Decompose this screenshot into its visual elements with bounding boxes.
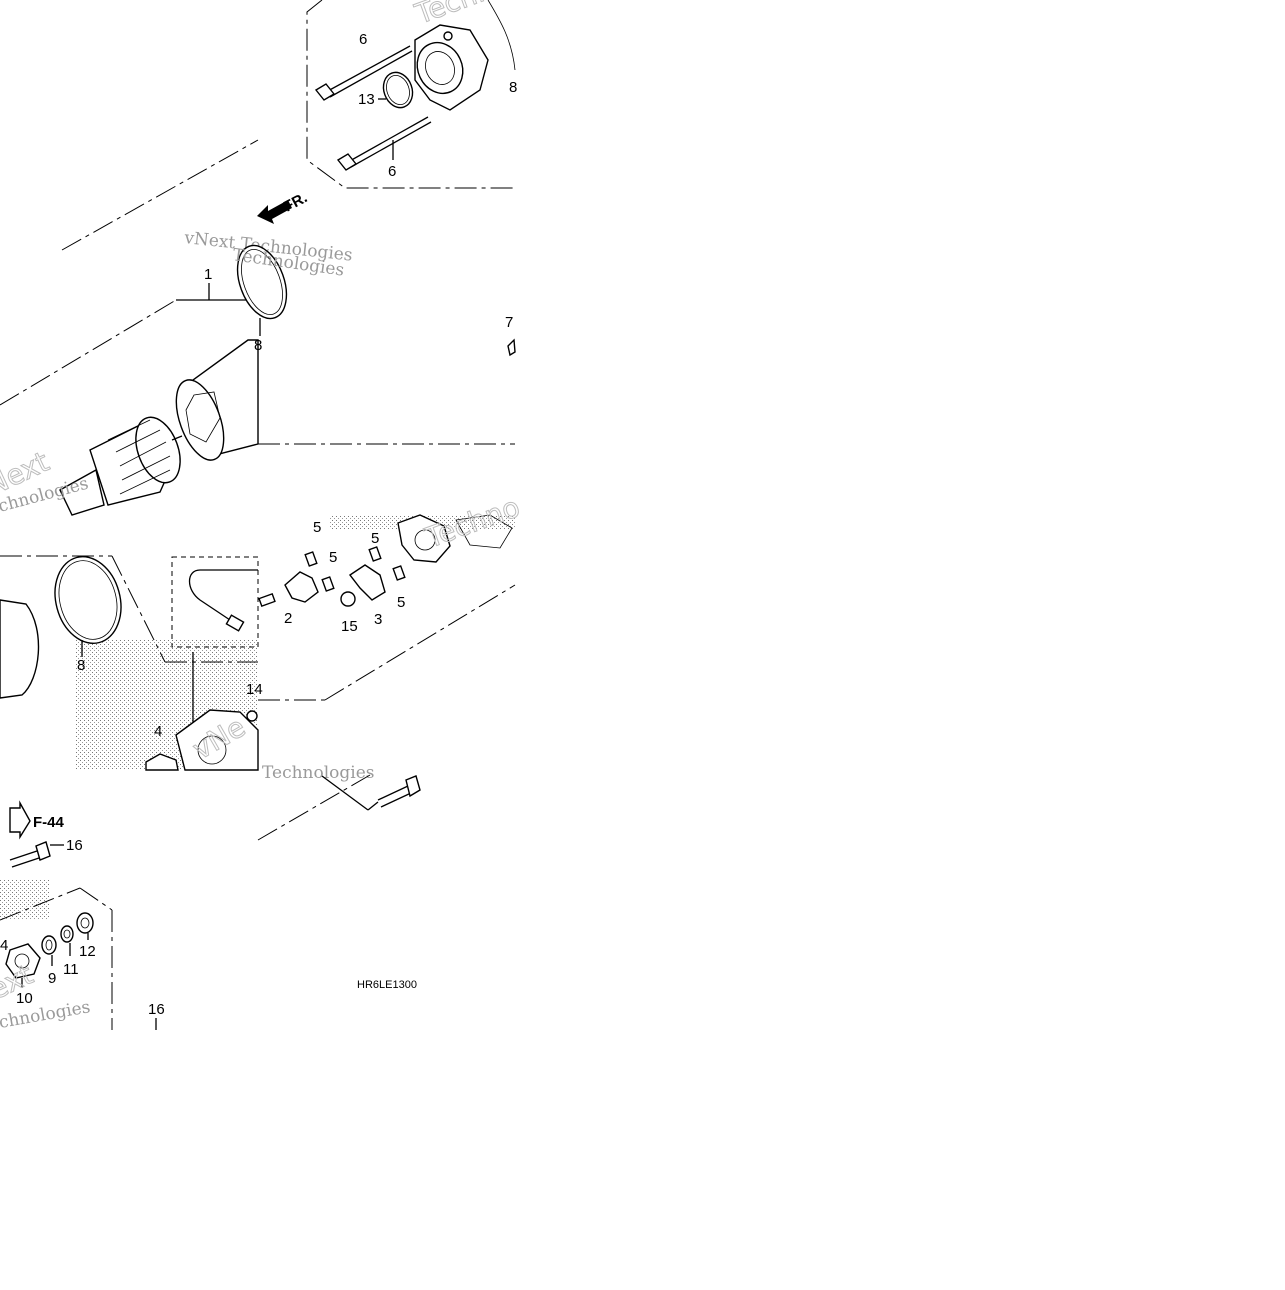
tile-rear-cover: Techno 6 13 6 8 bbox=[306, 0, 517, 189]
callout-16a: 16 bbox=[66, 837, 83, 854]
callout-8b: 8 bbox=[254, 337, 262, 354]
tile-terminal: F-44 ext chnologies 16 4 bbox=[0, 800, 165, 1033]
callout-8a: 8 bbox=[509, 79, 517, 96]
callout-3: 3 bbox=[374, 611, 382, 628]
rear-cover bbox=[414, 24, 489, 111]
callout-5c: 5 bbox=[371, 530, 379, 547]
tile-brushes: Techno 5 5 5 5 2 15 3 bbox=[258, 490, 525, 701]
starter-yoke bbox=[175, 339, 259, 461]
callout-1: 1 bbox=[204, 266, 212, 283]
tile-front-housing: vNe 8 14 4 bbox=[0, 555, 263, 771]
reference-f44: F-44 bbox=[33, 814, 65, 831]
brush-holder-2 bbox=[258, 571, 319, 608]
front-housing bbox=[175, 709, 259, 771]
front-arrow: FR. bbox=[257, 189, 310, 224]
brush-springs bbox=[304, 546, 406, 592]
through-bolt-lower bbox=[336, 116, 432, 171]
tile-armature: FR. vNext Technologies Next chnologies T… bbox=[0, 139, 516, 517]
callout-2: 2 bbox=[284, 610, 292, 627]
callout-14b: 4 bbox=[0, 937, 8, 954]
callout-6a: 6 bbox=[359, 31, 367, 48]
diagram-code: HR6LE1300 bbox=[357, 979, 417, 991]
through-bolt-upper bbox=[314, 45, 413, 101]
callout-13: 13 bbox=[358, 91, 375, 108]
tile-mount-bolt: Technologies HR6LE1300 bbox=[257, 763, 421, 991]
callout-11: 11 bbox=[63, 961, 79, 978]
mount-bolt bbox=[377, 775, 421, 808]
callout-6b: 6 bbox=[388, 163, 396, 180]
callout-5a: 5 bbox=[313, 519, 321, 536]
callout-5d: 5 bbox=[397, 594, 405, 611]
callout-16b: 16 bbox=[148, 1001, 165, 1018]
brush-holder-3 bbox=[348, 564, 386, 601]
callout-4: 4 bbox=[154, 723, 162, 740]
callout-15: 15 bbox=[341, 618, 358, 635]
yoke-end bbox=[0, 599, 40, 699]
brush-plate bbox=[397, 514, 513, 563]
callout-14a: 14 bbox=[246, 681, 263, 698]
callout-8c: 8 bbox=[77, 657, 85, 674]
svg-text:Techno: Techno bbox=[410, 0, 514, 31]
callout-10: 10 bbox=[16, 990, 33, 1007]
svg-text:chnologies: chnologies bbox=[0, 997, 92, 1033]
reference-arrow: F-44 bbox=[9, 800, 65, 840]
armature bbox=[59, 416, 183, 516]
svg-text:Technologies: Technologies bbox=[262, 763, 375, 783]
callout-7: 7 bbox=[505, 314, 513, 331]
callout-9: 9 bbox=[48, 970, 56, 987]
terminal-bolt bbox=[9, 841, 51, 868]
callout-5b: 5 bbox=[329, 549, 337, 566]
callout-12: 12 bbox=[79, 943, 96, 960]
